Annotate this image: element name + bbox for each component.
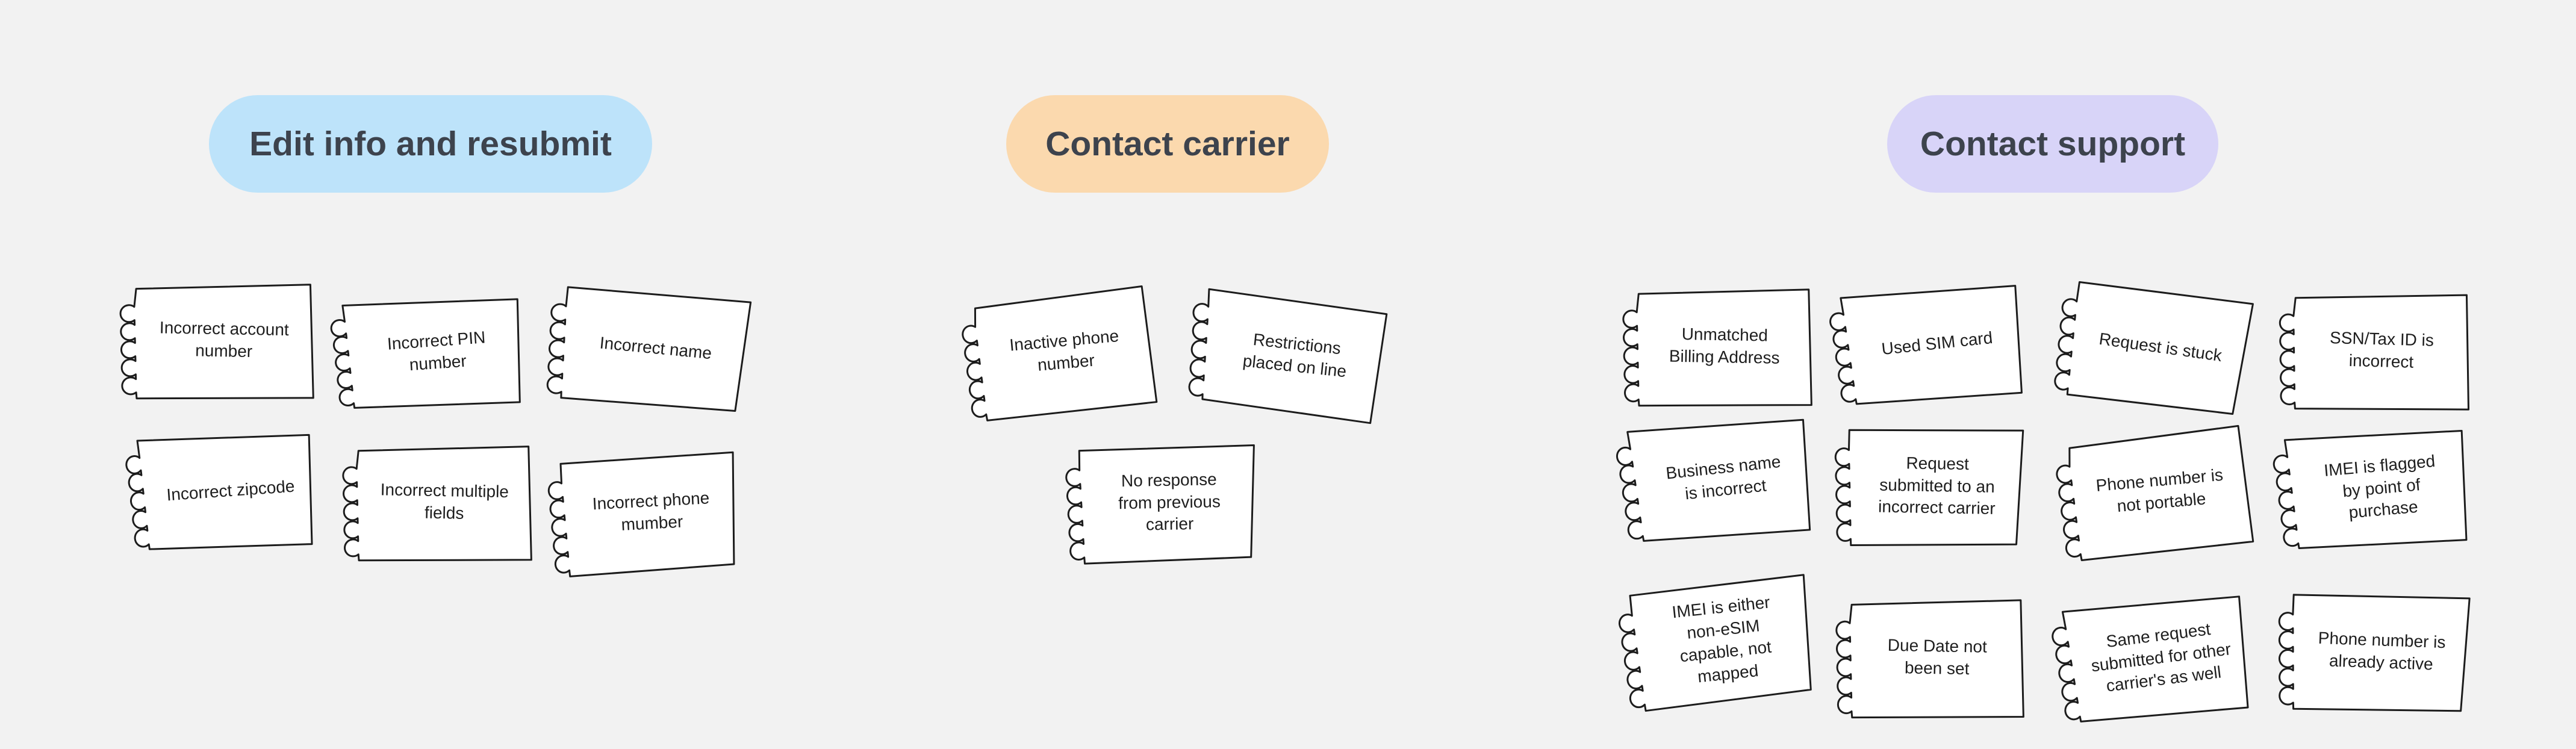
torn-paper-shape	[2053, 424, 2254, 563]
note-request-is-stuck[interactable]: Request is stuck	[2046, 270, 2259, 423]
note-restrictions-placed-on-line[interactable]: Restrictions placed on line	[1181, 280, 1395, 429]
torn-paper-shape	[1834, 596, 2027, 722]
torn-paper-shape	[542, 282, 752, 416]
note-ssn-tax-id-is-incorrect[interactable]: SSN/Tax ID is incorrect	[2272, 285, 2474, 416]
torn-paper-shape	[2275, 591, 2471, 716]
torn-paper-shape	[329, 292, 526, 416]
category-pill-contact-carrier[interactable]: Contact carrier	[1006, 95, 1329, 193]
note-incorrect-name[interactable]: Incorrect name	[538, 276, 756, 419]
note-inactive-phone-number[interactable]: Inactive phone number	[954, 281, 1159, 424]
note-imei-flagged-by-point-of-purchase[interactable]: IMEI is flagged by point of purchase	[2268, 417, 2477, 561]
torn-paper-shape	[1615, 574, 1817, 714]
torn-paper-shape	[959, 285, 1158, 423]
torn-paper-shape	[123, 427, 318, 558]
torn-paper-shape	[118, 280, 317, 403]
torn-paper-shape	[546, 451, 740, 579]
torn-paper-shape	[1827, 279, 2027, 413]
torn-paper-shape	[2049, 589, 2254, 732]
note-phone-number-is-not-portable[interactable]: Phone number is not portable	[2048, 420, 2256, 565]
note-no-response-from-previous-carrier[interactable]: No response from previous carrier	[1061, 438, 1261, 568]
note-request-submitted-to-incorrect-carrier[interactable]: Request submitted to an incorrect carrie…	[1829, 420, 2028, 552]
torn-paper-shape	[1183, 287, 1389, 425]
note-incorrect-phone-number[interactable]: Incorrect phone mumber	[543, 445, 744, 582]
torn-paper-shape	[2271, 423, 2472, 557]
category-label: Contact carrier	[1045, 125, 1290, 163]
torn-paper-shape	[1833, 426, 2024, 550]
category-pill-edit-info-and-resubmit[interactable]: Edit info and resubmit	[209, 95, 652, 193]
note-due-date-not-been-set[interactable]: Due Date not been set	[1829, 592, 2028, 723]
note-incorrect-pin-number[interactable]: Incorrect PIN number	[326, 286, 530, 420]
note-incorrect-zipcode[interactable]: Incorrect zipcode	[122, 421, 323, 562]
note-incorrect-multiple-fields[interactable]: Incorrect multiple fields	[336, 438, 536, 566]
torn-paper-shape	[2049, 276, 2254, 420]
note-incorrect-account-number[interactable]: Incorrect account number	[113, 276, 318, 404]
torn-paper-shape	[1065, 444, 1257, 565]
torn-paper-shape	[2277, 289, 2472, 414]
note-used-sim-card[interactable]: Used SIM card	[1825, 272, 2033, 417]
torn-paper-shape	[1620, 285, 1815, 410]
note-imei-non-esim-capable-not-mapped[interactable]: IMEI is either non-eSIM capable, not map…	[1611, 567, 1822, 716]
note-same-request-submitted-for-other-carriers[interactable]: Same request submitted for other carrier…	[2046, 582, 2259, 736]
torn-paper-shape	[1613, 412, 1816, 550]
torn-paper-shape	[340, 442, 535, 565]
category-pill-contact-support[interactable]: Contact support	[1887, 95, 2218, 193]
category-label: Edit info and resubmit	[249, 125, 612, 163]
note-business-name-is-incorrect[interactable]: Business name is incorrect	[1611, 405, 1822, 554]
note-phone-number-is-already-active[interactable]: Phone number is already active	[2271, 584, 2474, 718]
category-label: Contact support	[1920, 125, 2186, 163]
note-unmatched-billing-address[interactable]: Unmatched Billing Address	[1616, 281, 1816, 411]
